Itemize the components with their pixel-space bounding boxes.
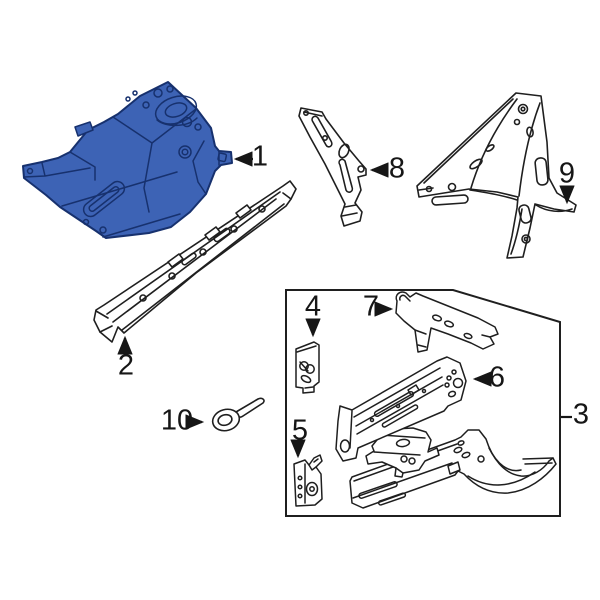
part-8-pillar-bracket — [298, 107, 367, 227]
group-3-box — [285, 289, 561, 517]
callout-label-4: 4 — [304, 290, 322, 323]
callout-label-1: 1 — [251, 140, 269, 173]
part-9-pillar-panel — [416, 92, 577, 259]
callout-label-2: 2 — [117, 349, 135, 382]
group-3-lower-rail — [349, 429, 557, 509]
callout-label-9: 9 — [558, 157, 576, 190]
part-5-bracket — [293, 454, 323, 507]
part-4-bracket — [295, 341, 320, 394]
part-2-cowl-rail — [93, 180, 297, 343]
callout-label-3: 3 — [572, 398, 590, 431]
callout-label-5: 5 — [291, 414, 309, 447]
callout-label-8: 8 — [388, 152, 406, 185]
callout-label-7: 7 — [362, 290, 380, 323]
part-7-bracket — [395, 291, 499, 353]
part-10-tow-hook — [211, 397, 265, 432]
part-1-apron-assembly-highlighted — [22, 81, 233, 239]
callout-label-10: 10 — [160, 404, 194, 437]
callout-label-6: 6 — [488, 361, 506, 394]
part-6-frame-rail — [335, 356, 467, 462]
